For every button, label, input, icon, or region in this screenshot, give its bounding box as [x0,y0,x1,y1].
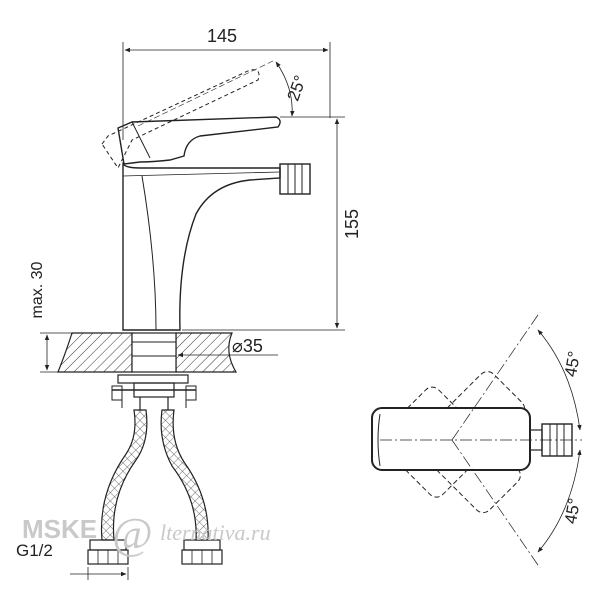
rotation-arc-lower [537,449,582,553]
top-view [371,311,582,569]
height-label: 155 [342,209,362,239]
mounting-deck [57,332,238,373]
lever-handle [117,116,281,165]
faucet-body [122,161,281,331]
thread-dimension [70,567,129,580]
hose-nut-left [87,539,129,565]
handle-body [371,407,531,471]
height-dimension [182,116,345,331]
center-line-upper [451,311,541,441]
diameter-label: ⌀35 [232,336,263,356]
raised-lever-outline [101,69,260,169]
hose-nut-right [181,539,223,565]
mounting-bracket [111,374,197,410]
deck-thickness-dimension [40,332,72,373]
rotation-upper-label: 45° [561,350,584,379]
watermark-brand: MSKE [22,514,97,544]
rotation-lower-label: 45° [561,497,584,526]
center-line-lower [451,439,541,569]
width-dimension [122,42,331,140]
rotation-arc-upper [537,329,582,431]
max-deck-label: max. 30 [29,261,46,318]
watermark: MSKE @ lternativa.ru [22,509,271,558]
side-view [40,42,345,580]
outlet-nozzle [279,163,311,195]
lever-angle-dimension [137,59,295,127]
thread-label: G1/2 [16,541,53,560]
lever-angle-label: 25° [284,73,311,104]
width-label: 145 [207,26,237,46]
watermark-site: lternativa.ru [160,520,271,545]
watermark-at: @ [112,509,152,558]
